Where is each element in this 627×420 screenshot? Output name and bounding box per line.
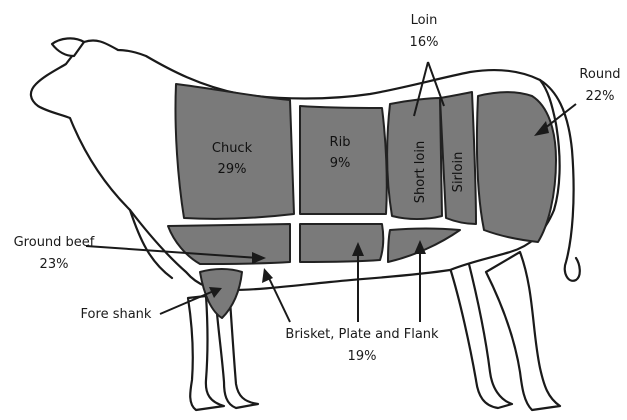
label-round: Round (579, 67, 620, 82)
label-ground-beef-pct: 23% (40, 257, 69, 272)
hind-leg-near (486, 252, 560, 410)
label-loin-pct: 16% (410, 35, 439, 50)
label-chuck-pct: 29% (218, 162, 247, 177)
label-brisket-pct: 19% (348, 349, 377, 364)
label-ground-beef: Ground beef (14, 235, 95, 250)
label-sirloin: Sirloin (451, 152, 466, 193)
label-fore-shank: Fore shank (81, 307, 152, 322)
label-chuck: Chuck (212, 141, 253, 156)
label-rib: Rib (330, 135, 351, 150)
label-rib-pct: 9% (330, 156, 351, 171)
cut-brisket-mid (300, 224, 383, 262)
cut-round (477, 92, 556, 242)
label-loin: Loin (411, 13, 438, 28)
label-brisket: Brisket, Plate and Flank (285, 327, 439, 342)
label-short-loin: Short loin (413, 141, 428, 203)
label-round-pct: 22% (586, 89, 615, 104)
